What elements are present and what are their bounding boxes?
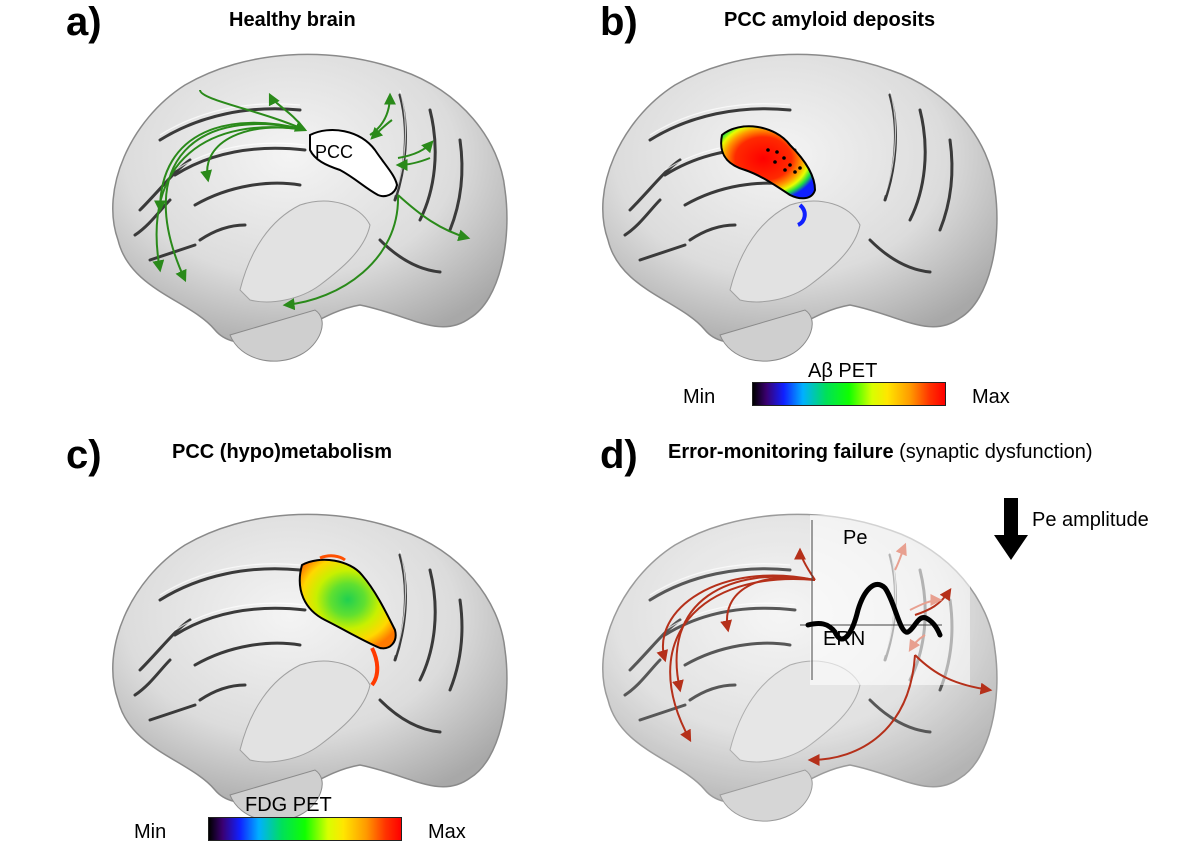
panel-a-healthy-brain: a) Healthy brain PCC — [0, 0, 600, 424]
panel-title: PCC amyloid deposits — [724, 9, 936, 31]
panel-title-normal: (synaptic dysfunction) — [899, 441, 1093, 463]
panel-letter: d) — [600, 433, 638, 477]
fdg-hotspot — [298, 558, 397, 650]
healthy-connection-arrows — [152, 89, 471, 311]
pe-amplitude-label: Pe amplitude — [1032, 509, 1149, 531]
erp-waveform — [805, 581, 943, 642]
fdg-colorbar — [208, 817, 402, 841]
brain-illustration — [601, 52, 999, 363]
impaired-connection-arrows — [656, 547, 993, 766]
colorbar-title: Aβ PET — [808, 360, 878, 382]
colorbar-min-label: Min — [683, 386, 716, 408]
panel-c-hypometabolism: c) PCC (hypo)metabolism FDG PET Min Max — [0, 425, 600, 849]
panel-title: Error-monitoring failure (synaptic dysfu… — [668, 442, 1093, 462]
panel-letter: b) — [600, 0, 638, 44]
panel-b-amyloid: b) PCC amyloid deposits Aβ PET Min Max — [600, 0, 1200, 424]
colorbar-title: FDG PET — [245, 794, 332, 816]
down-arrow-icon — [994, 498, 1028, 560]
pcc-label: PCC — [315, 142, 353, 162]
faded-connection-arrows — [894, 542, 943, 653]
pcc-region — [309, 129, 399, 198]
panel-title-bold: Error-monitoring failure — [668, 441, 894, 463]
panel-title: PCC (hypo)metabolism — [172, 441, 393, 463]
panel-letter: c) — [66, 433, 102, 477]
brain-illustration: PCC — [111, 52, 509, 363]
amyloid-hotspot — [720, 125, 817, 200]
ern-label: ERN — [823, 628, 866, 650]
brain-illustration — [601, 498, 1028, 823]
pe-label: Pe — [843, 527, 868, 549]
brain-illustration — [111, 512, 509, 823]
amyloid-dots — [766, 148, 802, 174]
amyloid-colorbar — [752, 382, 946, 406]
colorbar-max-label: Max — [428, 821, 466, 843]
panel-title: Healthy brain — [229, 9, 356, 31]
colorbar-max-label: Max — [972, 386, 1010, 408]
panel-letter: a) — [66, 0, 102, 44]
colorbar-min-label: Min — [134, 821, 167, 843]
panel-d-error-monitoring: d) Error-monitoring failure (synaptic dy… — [600, 425, 1200, 849]
